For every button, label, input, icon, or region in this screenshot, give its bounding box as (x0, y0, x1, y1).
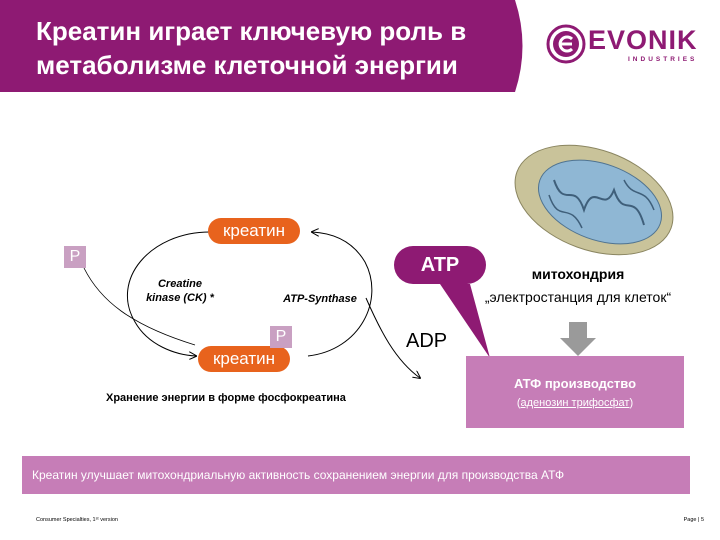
atp-synthase-label: ATP-Synthase (283, 293, 357, 305)
atp-production-box: АТФ производство (аденозин трифосфат) (466, 356, 684, 428)
header-band: Креатин играет ключевую роль в метаболиз… (0, 0, 720, 92)
phosphate-path (83, 267, 196, 346)
mitochondrion-icon (514, 144, 674, 256)
mitochondria-title: митохондрия (531, 266, 625, 282)
right-arc-arrow (307, 232, 373, 357)
atp-production-subtitle: (аденозин трифосфат) (466, 397, 684, 409)
left-arc-arrow (126, 231, 211, 356)
adp-arrow (365, 297, 420, 378)
adenosine-triphosphate-link[interactable]: аденозин трифосфат (520, 397, 630, 409)
header-shape (0, 0, 523, 92)
footer-left: Consumer Specialties, 1ˢᵗ version (36, 517, 118, 523)
phosphate-left: P (64, 246, 86, 268)
paren-open: ( (516, 397, 521, 409)
logo-name: EVONIK (588, 25, 698, 55)
phosphate-bottom: P (270, 326, 292, 348)
atp-production-title: АТФ производство (513, 376, 637, 391)
footer-statement-band: Креатин улучшает митохондриальную активн… (22, 456, 690, 494)
footer-page-number: Page | 5 (683, 517, 704, 523)
creatine-bottom-pill: креатин (198, 346, 290, 372)
adp-label: ADP (406, 330, 448, 352)
atp-bubble: ATP (394, 246, 486, 284)
creatine-top-pill: креатин (208, 218, 300, 244)
mitochondria-subtitle: „электростанция для клеток“ (484, 289, 672, 305)
page-title: Креатин играет ключевую роль в метаболиз… (36, 16, 467, 80)
logo-subtitle: INDUSTRIES (628, 56, 698, 63)
footer-statement: Креатин улучшает митохондриальную активн… (32, 468, 565, 482)
title-band (0, 0, 523, 92)
creatine-kinase-label: Creatine kinase (CK) * (146, 278, 214, 304)
down-arrow-icon (560, 322, 596, 356)
paren-close: ) (629, 397, 634, 409)
evonik-logo: EVONIK INDUSTRIES (546, 24, 706, 74)
evonik-e-logo-icon (546, 24, 586, 64)
storage-caption: Хранение энергии в форме фосфокреатина (106, 392, 346, 404)
